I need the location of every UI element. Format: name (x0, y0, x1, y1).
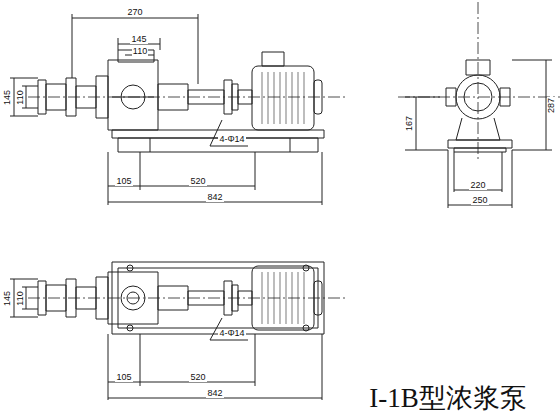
dimension-label: 842 (206, 389, 223, 398)
dimension-label: 167 (406, 114, 415, 131)
dimension-label: 250 (471, 196, 488, 205)
dimension-label: 287 (548, 96, 557, 113)
drawing-title: I-1B型浓浆泵 (369, 385, 527, 412)
dimension-label: 145 (4, 289, 13, 306)
dimension-label: 842 (206, 193, 223, 202)
dimension-label: 110 (15, 89, 24, 105)
dimension-label: 220 (469, 181, 486, 190)
dimension-label: 270 (126, 8, 143, 17)
dimension-label: 105 (115, 177, 132, 186)
plan-view (10, 262, 345, 400)
dimension-label: 110 (132, 47, 148, 56)
dimension-label: 520 (189, 177, 206, 186)
dimension-label: 145 (4, 88, 13, 105)
dimension-label: 520 (189, 373, 206, 382)
dimension-label: 145 (130, 35, 147, 44)
side-view (398, 2, 560, 208)
dimension-label: 110 (15, 290, 24, 306)
elevation-view (10, 14, 345, 205)
dimension-label: 105 (115, 373, 132, 382)
dimension-label: 4-Φ14 (218, 329, 245, 338)
dimension-label: 4-Φ14 (218, 135, 245, 144)
